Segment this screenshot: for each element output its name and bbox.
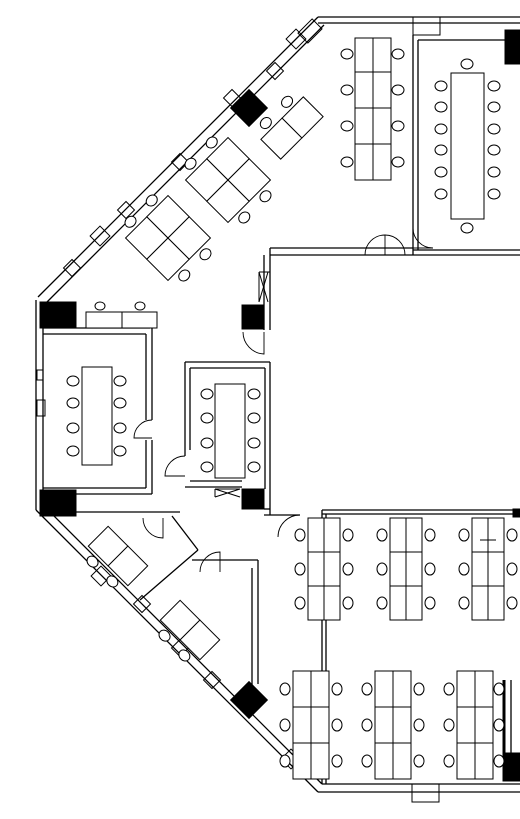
doors [133,227,434,573]
conference-table [214,383,246,479]
conference-room-center [200,383,261,479]
credenza [85,301,158,329]
workstations-lower-diagonal [86,525,221,662]
workstations-right-upper [294,517,518,621]
workstations-right-lower [279,670,505,780]
conference-table [81,366,113,466]
conference-room-top-right [434,58,501,234]
conference-room-left [66,366,127,466]
conference-table [450,72,485,220]
workstations-upper-diagonal [124,95,324,282]
workstations-top [340,37,405,181]
chairs [434,58,501,234]
